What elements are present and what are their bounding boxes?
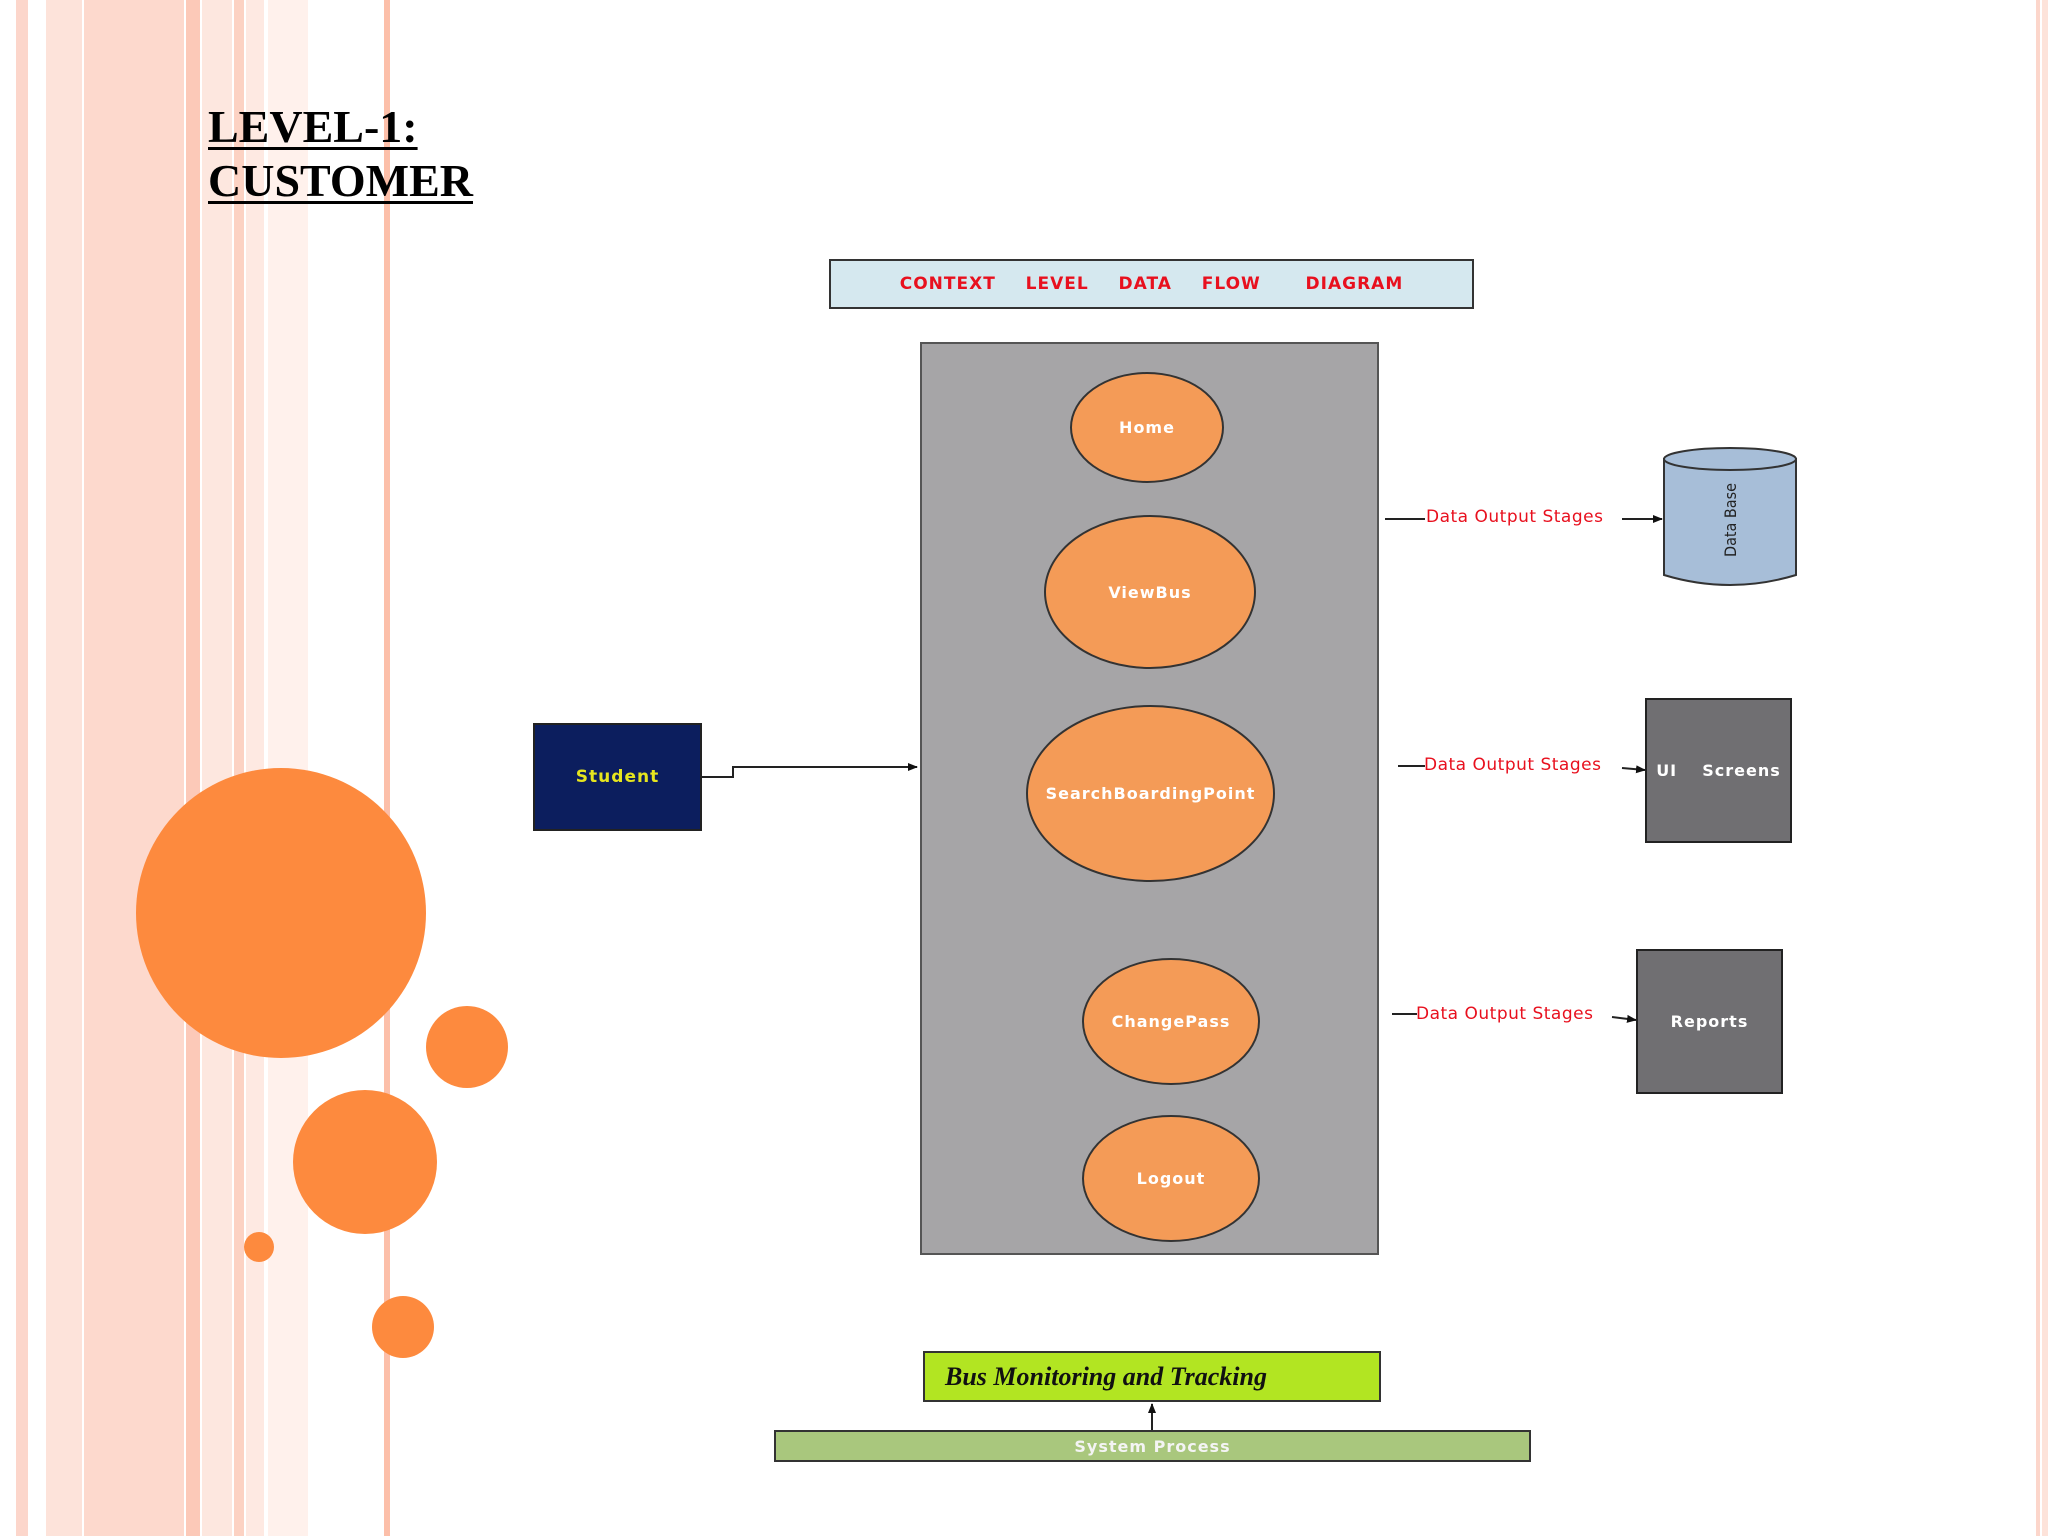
process-search-boarding-point: SearchBoardingPoint: [1026, 705, 1275, 882]
system-name-box: Bus Monitoring and Tracking: [923, 1351, 1381, 1402]
slide-title: LEVEL-1: CUSTOMER: [208, 100, 473, 208]
external-entity-student: Student: [533, 723, 702, 831]
output-label-ui-screens: Data Output Stages: [1424, 755, 1602, 775]
decorative-stripes: [16, 0, 390, 1536]
database-label: Data Base: [1720, 483, 1740, 557]
system-boundary-box: Home ViewBus SearchBoardingPoint ChangeP…: [920, 342, 1379, 1255]
decorative-circle-small-2: [372, 1296, 434, 1358]
process-logout: Logout: [1082, 1115, 1260, 1242]
decorative-circle-large: [136, 768, 426, 1058]
decorative-circle-medium-2: [293, 1090, 437, 1234]
process-viewbus: ViewBus: [1044, 515, 1256, 669]
process-change-pass: ChangePass: [1082, 958, 1260, 1085]
reports-box: Reports: [1636, 949, 1783, 1094]
output-label-reports: Data Output Stages: [1416, 1004, 1594, 1024]
right-edge-stripe: [2036, 0, 2048, 1536]
decorative-circles: [136, 768, 508, 1358]
database-cylinder: [1663, 447, 1797, 586]
ui-screens-box: UI Screens: [1645, 698, 1792, 843]
output-arrow-2-head: [1621, 765, 1646, 774]
diagram-title: CONTEXT LEVEL DATA FLOW DIAGRAM: [829, 259, 1474, 309]
slide-title-line-1: LEVEL-1:: [208, 101, 418, 152]
system-process-box: System Process: [774, 1430, 1531, 1462]
process-home: Home: [1070, 372, 1224, 483]
slide-title-line-2: CUSTOMER: [208, 155, 473, 206]
student-to-system-arrow: [702, 763, 918, 778]
decorative-circle-medium: [426, 1006, 508, 1088]
output-label-database: Data Output Stages: [1426, 507, 1604, 527]
decorative-circle-small: [244, 1232, 274, 1262]
output-arrow-3-head: [1611, 1014, 1637, 1023]
